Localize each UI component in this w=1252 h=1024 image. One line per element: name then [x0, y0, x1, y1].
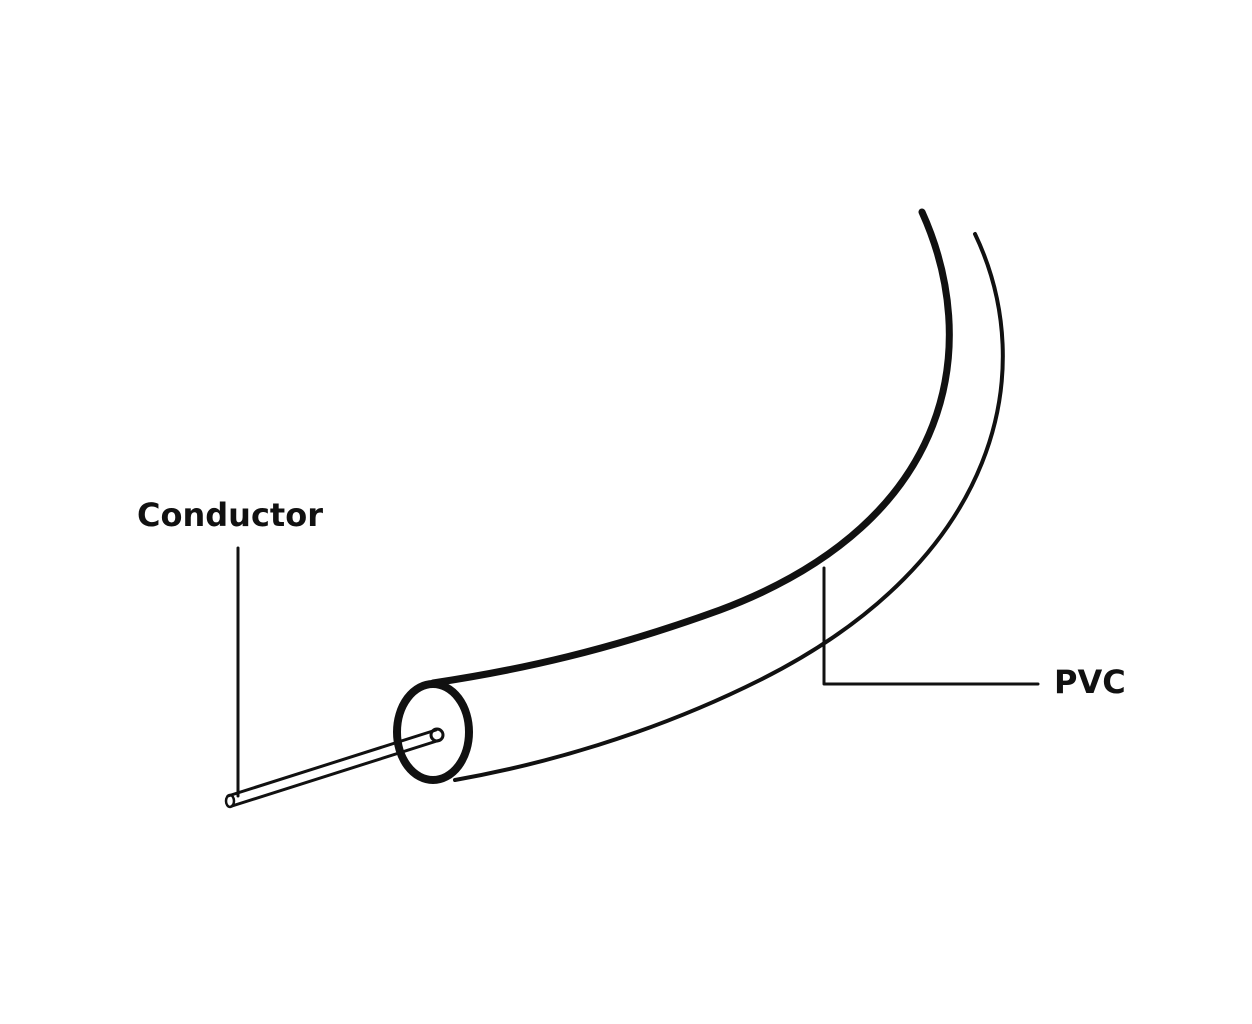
conductor-wire-bottom — [230, 738, 442, 808]
conductor-label: Conductor — [137, 496, 323, 534]
cable-cross-section — [393, 680, 473, 784]
conductor-wire-top — [226, 728, 438, 798]
sheath-upper-edge — [429, 208, 953, 687]
pvc-leader-line — [822, 566, 1040, 686]
conductor-wire-tip — [224, 793, 236, 809]
pvc-label: PVC — [1054, 663, 1126, 701]
sheath-lower-edge — [453, 232, 1005, 782]
conductor-core-hole — [429, 727, 445, 743]
